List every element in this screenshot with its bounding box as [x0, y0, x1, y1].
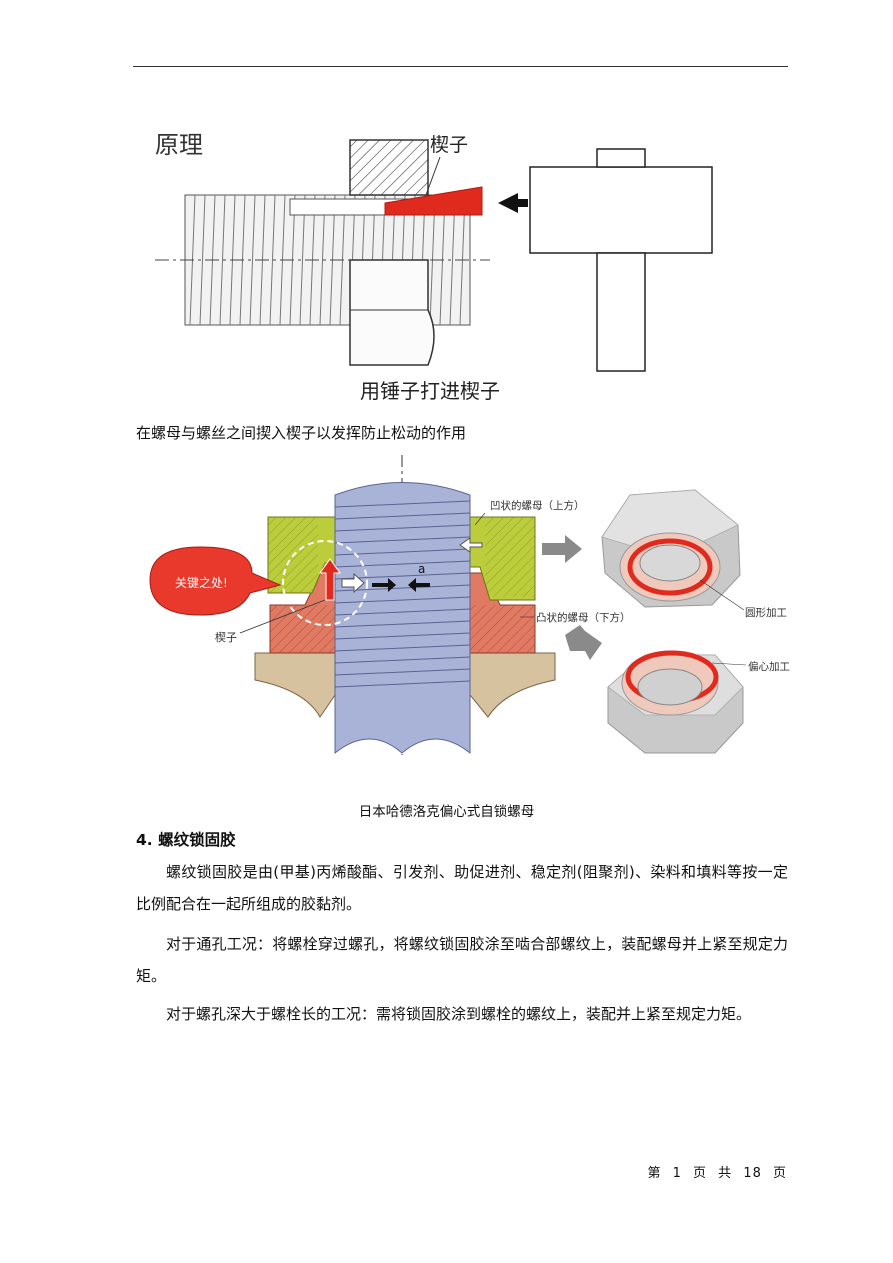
page-footer: 第 1 页 共 18 页: [647, 1166, 787, 1181]
lower-nut-illustration: [607, 650, 744, 754]
hammer-head: [529, 166, 713, 254]
bolt-shank: [334, 482, 471, 755]
key-point-circle: [282, 540, 368, 626]
arrow-left: [408, 578, 430, 592]
gap-label: a: [418, 562, 425, 576]
washer-left: [254, 652, 336, 718]
push-arrow: [498, 193, 528, 213]
upper-nut-illustration: [601, 489, 741, 608]
eccentric-processing-label: 偏心加工: [748, 660, 790, 673]
washer-right: [469, 652, 556, 718]
arrow-right: [372, 578, 396, 592]
figure2-wedge-label: 楔子: [215, 631, 237, 644]
hollow-arrow-left: [341, 572, 365, 594]
hardlock-nut-figure: a 关键之处! 楔子 凹状的螺母（上方） 凸状的螺母（下方） 圆形加工 偏心加工: [149, 455, 790, 755]
round-processing-label: 圆形加工: [745, 607, 787, 619]
figure1-bottom-label: 用锤子打进楔子: [360, 379, 500, 403]
paragraph-blind-hole: 对于螺孔深大于螺栓长的工况：需将锁固胶涂到螺栓的螺纹上，装配并上紧至规定力矩。: [166, 1005, 752, 1023]
paragraph-through-hole: 对于通孔工况：将螺栓穿过螺孔，将螺纹锁固胶涂至啮合部螺纹上，装配螺母并上紧至规定…: [136, 935, 788, 985]
lower-nut-hex: [349, 259, 435, 366]
wedge-principle-figure: 原理 楔子 用锤子打进楔子: [155, 131, 713, 403]
section-heading: 4. 螺纹锁固胶: [136, 831, 236, 849]
up-arrow: [319, 558, 341, 601]
red-wedge: [384, 186, 483, 216]
figure1-title: 原理: [155, 131, 203, 159]
header-rule: [133, 66, 788, 67]
grey-arrow-upper: [542, 535, 582, 563]
hollow-arrow-upper: [459, 537, 483, 553]
upper-nut-section: [349, 139, 429, 196]
lower-nut-label: 凸状的螺母（下方）: [536, 611, 631, 624]
figure1-wedge-label: 楔子: [430, 134, 468, 156]
hammer-top: [596, 148, 646, 168]
grey-arrow-lower: [565, 625, 602, 660]
caption-wedge: 在螺母与螺丝之间揳入楔子以发挥防止松动的作用: [136, 424, 467, 442]
upper-nut-label: 凹状的螺母（上方）: [490, 499, 585, 512]
key-point-label: 关键之处!: [175, 576, 228, 590]
key-point-bubble: [149, 546, 282, 616]
hammer-handle: [596, 252, 646, 372]
paragraph-definition: 螺纹锁固胶是由(甲基)丙烯酸酯、引发剂、助促进剂、稳定剂(阻聚剂)、染料和填料等…: [136, 863, 788, 913]
caption-hardlock: 日本哈德洛克偏心式自锁螺母: [358, 804, 535, 820]
